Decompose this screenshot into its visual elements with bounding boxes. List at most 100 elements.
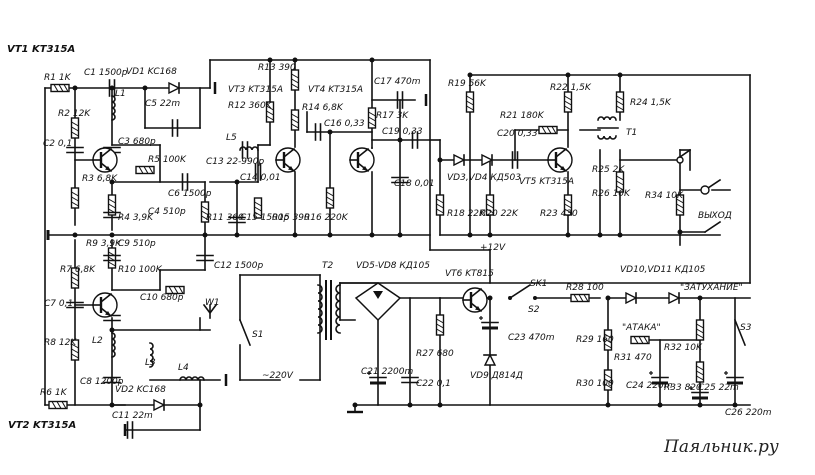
label-c6: C6 1500p: [168, 189, 212, 199]
label-vt5: VT5 KT315A: [519, 177, 574, 187]
label-vt3: VT3 KT315A: [228, 85, 283, 95]
label-c16: C16 0,33: [324, 119, 365, 129]
label-c7: C7 0,1: [44, 299, 73, 309]
resistor-r16: [325, 187, 335, 209]
label-c21: C21 2200m: [361, 367, 414, 377]
label-supply: +12V: [480, 243, 506, 253]
diode-vd11: [668, 292, 680, 304]
label-l1: L1: [115, 89, 126, 99]
transistor-vt1: [91, 146, 119, 174]
resistor-r19: [465, 91, 475, 113]
label-r27: R27 680: [416, 349, 454, 359]
label-c5: C5 22m: [145, 99, 180, 109]
label-c12: C12 1500p: [214, 261, 264, 271]
label-c14: C14 0,01: [240, 173, 281, 183]
label-r22: R22 1,5K: [550, 83, 592, 93]
label-c18: C18 0,01: [394, 179, 435, 189]
label-r21: R21 180K: [500, 111, 545, 121]
label-r13: R13 390: [258, 63, 296, 73]
transformers: [317, 116, 619, 340]
label-c19: C19 0,33: [382, 127, 423, 137]
label-c11: C11 22m: [112, 411, 153, 421]
label-c8: C8 1200p: [80, 377, 124, 387]
label-vd10-vd11: VD10,VD11 КД105: [620, 265, 706, 275]
label-r28: R28 100: [566, 283, 604, 293]
label-c17: C17 470m: [374, 77, 421, 87]
transformer-t1: [597, 116, 619, 140]
label-r9: R9 3,9K: [86, 239, 122, 249]
label-r10: R10 100K: [118, 265, 163, 275]
zener-vd9: [483, 353, 497, 366]
resistor-r24: [615, 91, 625, 113]
resistor-r18: [435, 194, 445, 216]
label-r5: R5 100K: [148, 155, 187, 165]
resistor-r3: [70, 187, 80, 209]
label-vt4: VT4 KT315A: [308, 85, 363, 95]
switch-s2-sk1: [508, 283, 537, 300]
label-r4: R4 3,9K: [118, 213, 154, 223]
label-r3: R3 6,8K: [82, 174, 118, 184]
resistor-r14: [290, 109, 300, 131]
resistor-r13: [290, 69, 300, 91]
label-r29: R29 160: [576, 335, 614, 345]
label-r14: R14 6,8K: [302, 103, 344, 113]
transistor-vt2: [91, 291, 119, 319]
resistor-r17: [367, 107, 377, 129]
label-sk1: SK1: [530, 279, 547, 289]
label-r12: R12 360K: [228, 101, 273, 111]
diode-vd10: [625, 292, 637, 304]
label-c1: C1 1500p: [84, 68, 128, 78]
resistor-r5: [135, 165, 155, 175]
resistor-r2: [70, 117, 80, 139]
label-r33: R33 820: [664, 383, 702, 393]
label-c9: C9 510p: [118, 239, 156, 249]
label-c15: C15 1500p: [240, 213, 290, 223]
transistor-vt3: [274, 146, 302, 174]
label-r15: R15 390: [272, 213, 310, 223]
label-r34: R34 10K: [645, 191, 684, 201]
label-r32: R32 10K: [664, 343, 703, 353]
diode-vd1: [168, 82, 180, 94]
label-r6: R6 1K: [40, 388, 68, 398]
diode-vd3: [453, 154, 465, 166]
label-c26: C26 220m: [725, 408, 772, 418]
resistor-r22: [563, 91, 573, 113]
label-s2: S2: [528, 305, 540, 315]
label-r16: R16 220K: [304, 213, 349, 223]
label-c3: C3 680p: [118, 137, 156, 147]
label-c22: C22 0,1: [416, 379, 451, 389]
capacitor-c23: [478, 315, 499, 331]
transistor-vt6: [461, 286, 489, 314]
label-r26: R26 10K: [592, 189, 631, 199]
label-r7: R7 6,8K: [60, 265, 96, 275]
label-c20: C20 0,33: [497, 129, 538, 139]
label-c23: C23 470m: [508, 333, 555, 343]
label-r18: R18 22K: [447, 209, 486, 219]
label-w1: W1: [205, 298, 220, 308]
label-r8: R8 12K: [44, 338, 77, 348]
resistor-r31: [630, 335, 650, 345]
label-vd3-vd4: VD3,VD4 КД503: [447, 173, 521, 183]
label-vd5-vd8: VD5-VD8 КД105: [356, 261, 430, 271]
watermark-text: Паяльник.ру: [663, 437, 779, 457]
resistor-r1: [50, 83, 70, 93]
inductors: [111, 95, 259, 381]
label-output: ВЫХОД: [698, 211, 732, 221]
inductor-l5: [239, 146, 259, 151]
resistor-r33: [695, 361, 705, 383]
diode-vd2: [153, 399, 165, 411]
transformer-t2: [317, 280, 341, 340]
label-r25: R25 2K: [592, 165, 625, 175]
label-l4: L4: [178, 363, 189, 373]
label-vd1: VD1 KC168: [126, 67, 177, 77]
label-vd9: VD9 Д814Д: [470, 371, 523, 381]
transistor-vt5: [546, 146, 574, 174]
label-r1: R1 1K: [44, 73, 72, 83]
label-attack: "АТАКА": [622, 323, 661, 333]
label-r19: R19 56K: [448, 79, 487, 89]
switch-s3: [733, 318, 747, 347]
diodes: [153, 82, 680, 411]
resistor-r9: [107, 247, 117, 269]
